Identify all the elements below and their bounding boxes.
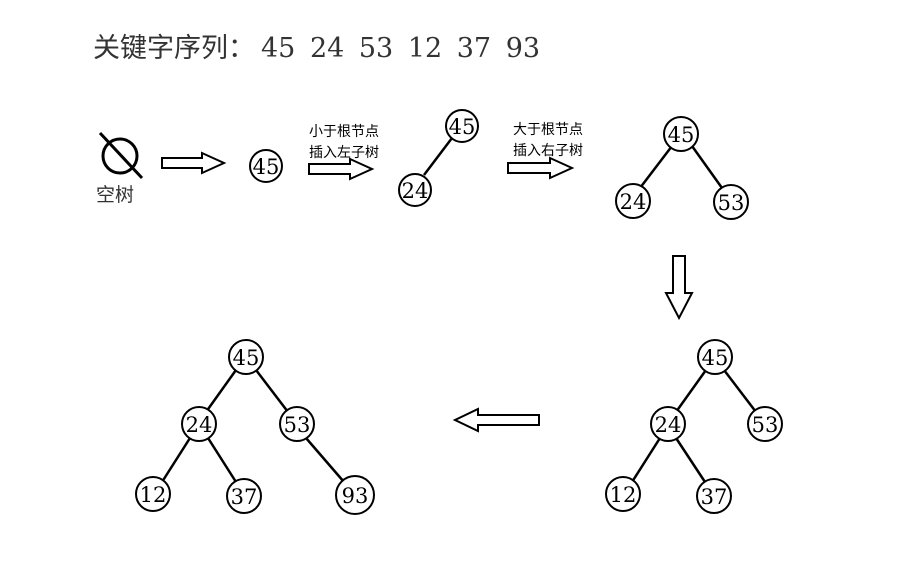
- tree-node: 53: [713, 184, 749, 220]
- tree-node: 37: [696, 478, 732, 514]
- tree-node: 93: [335, 475, 375, 515]
- arrow-right-icon: [507, 156, 575, 180]
- tree-node: 45: [445, 109, 479, 143]
- tree-step5: 45 24 53 12 37 93: [135, 339, 375, 515]
- tree-step2: 45 24: [398, 109, 479, 207]
- tree-step1: 45: [249, 149, 283, 183]
- tree-node: 24: [398, 173, 432, 207]
- tree-step3: 45 24 53: [615, 116, 749, 220]
- tree-node: 24: [650, 406, 686, 442]
- svg-text:37: 37: [231, 485, 258, 509]
- svg-text:24: 24: [402, 179, 429, 203]
- tree-node: 12: [605, 476, 641, 512]
- svg-text:53: 53: [718, 191, 745, 215]
- tree-node: 45: [228, 339, 264, 375]
- tree-node: 24: [615, 183, 651, 219]
- svg-text:24: 24: [655, 413, 682, 437]
- caption-right-line2: 插入右子树: [513, 143, 583, 159]
- arrow-down-icon: [664, 255, 694, 321]
- tree-node: 45: [697, 339, 733, 375]
- key-sequence: 45 24 53 12 37 93: [261, 33, 541, 64]
- title-label: 关键字序列：: [93, 33, 255, 64]
- tree-node: 24: [181, 406, 217, 442]
- empty-tree-label: 空树: [96, 184, 134, 206]
- svg-text:45: 45: [233, 346, 260, 370]
- svg-text:45: 45: [668, 123, 695, 147]
- svg-text:24: 24: [620, 190, 647, 214]
- svg-text:45: 45: [702, 346, 729, 370]
- svg-text:12: 12: [140, 483, 167, 507]
- caption-left-line1: 小于根节点: [309, 124, 379, 140]
- svg-text:37: 37: [701, 485, 728, 509]
- caption-left-line2: 插入左子树: [309, 145, 379, 161]
- tree-node: 12: [135, 476, 171, 512]
- svg-text:24: 24: [186, 413, 213, 437]
- tree-node: 37: [226, 478, 262, 514]
- tree-node: 53: [279, 406, 315, 442]
- svg-text:53: 53: [752, 413, 779, 437]
- caption-right-line1: 大于根节点: [513, 122, 583, 138]
- tree-node: 45: [249, 149, 283, 183]
- svg-text:12: 12: [610, 483, 637, 507]
- page-title: 关键字序列：45 24 53 12 37 93: [93, 26, 540, 65]
- tree-step4: 45 24 53 12 37: [605, 339, 783, 514]
- empty-set-icon: [98, 131, 144, 180]
- svg-text:93: 93: [342, 484, 369, 508]
- tree-node: 45: [663, 116, 699, 152]
- tree-node: 53: [747, 406, 783, 442]
- svg-text:45: 45: [253, 155, 280, 179]
- svg-text:45: 45: [449, 115, 476, 139]
- arrow-right-icon: [161, 151, 227, 175]
- arrow-right-icon: [308, 157, 375, 181]
- svg-text:53: 53: [284, 413, 311, 437]
- arrow-left-icon: [452, 407, 540, 433]
